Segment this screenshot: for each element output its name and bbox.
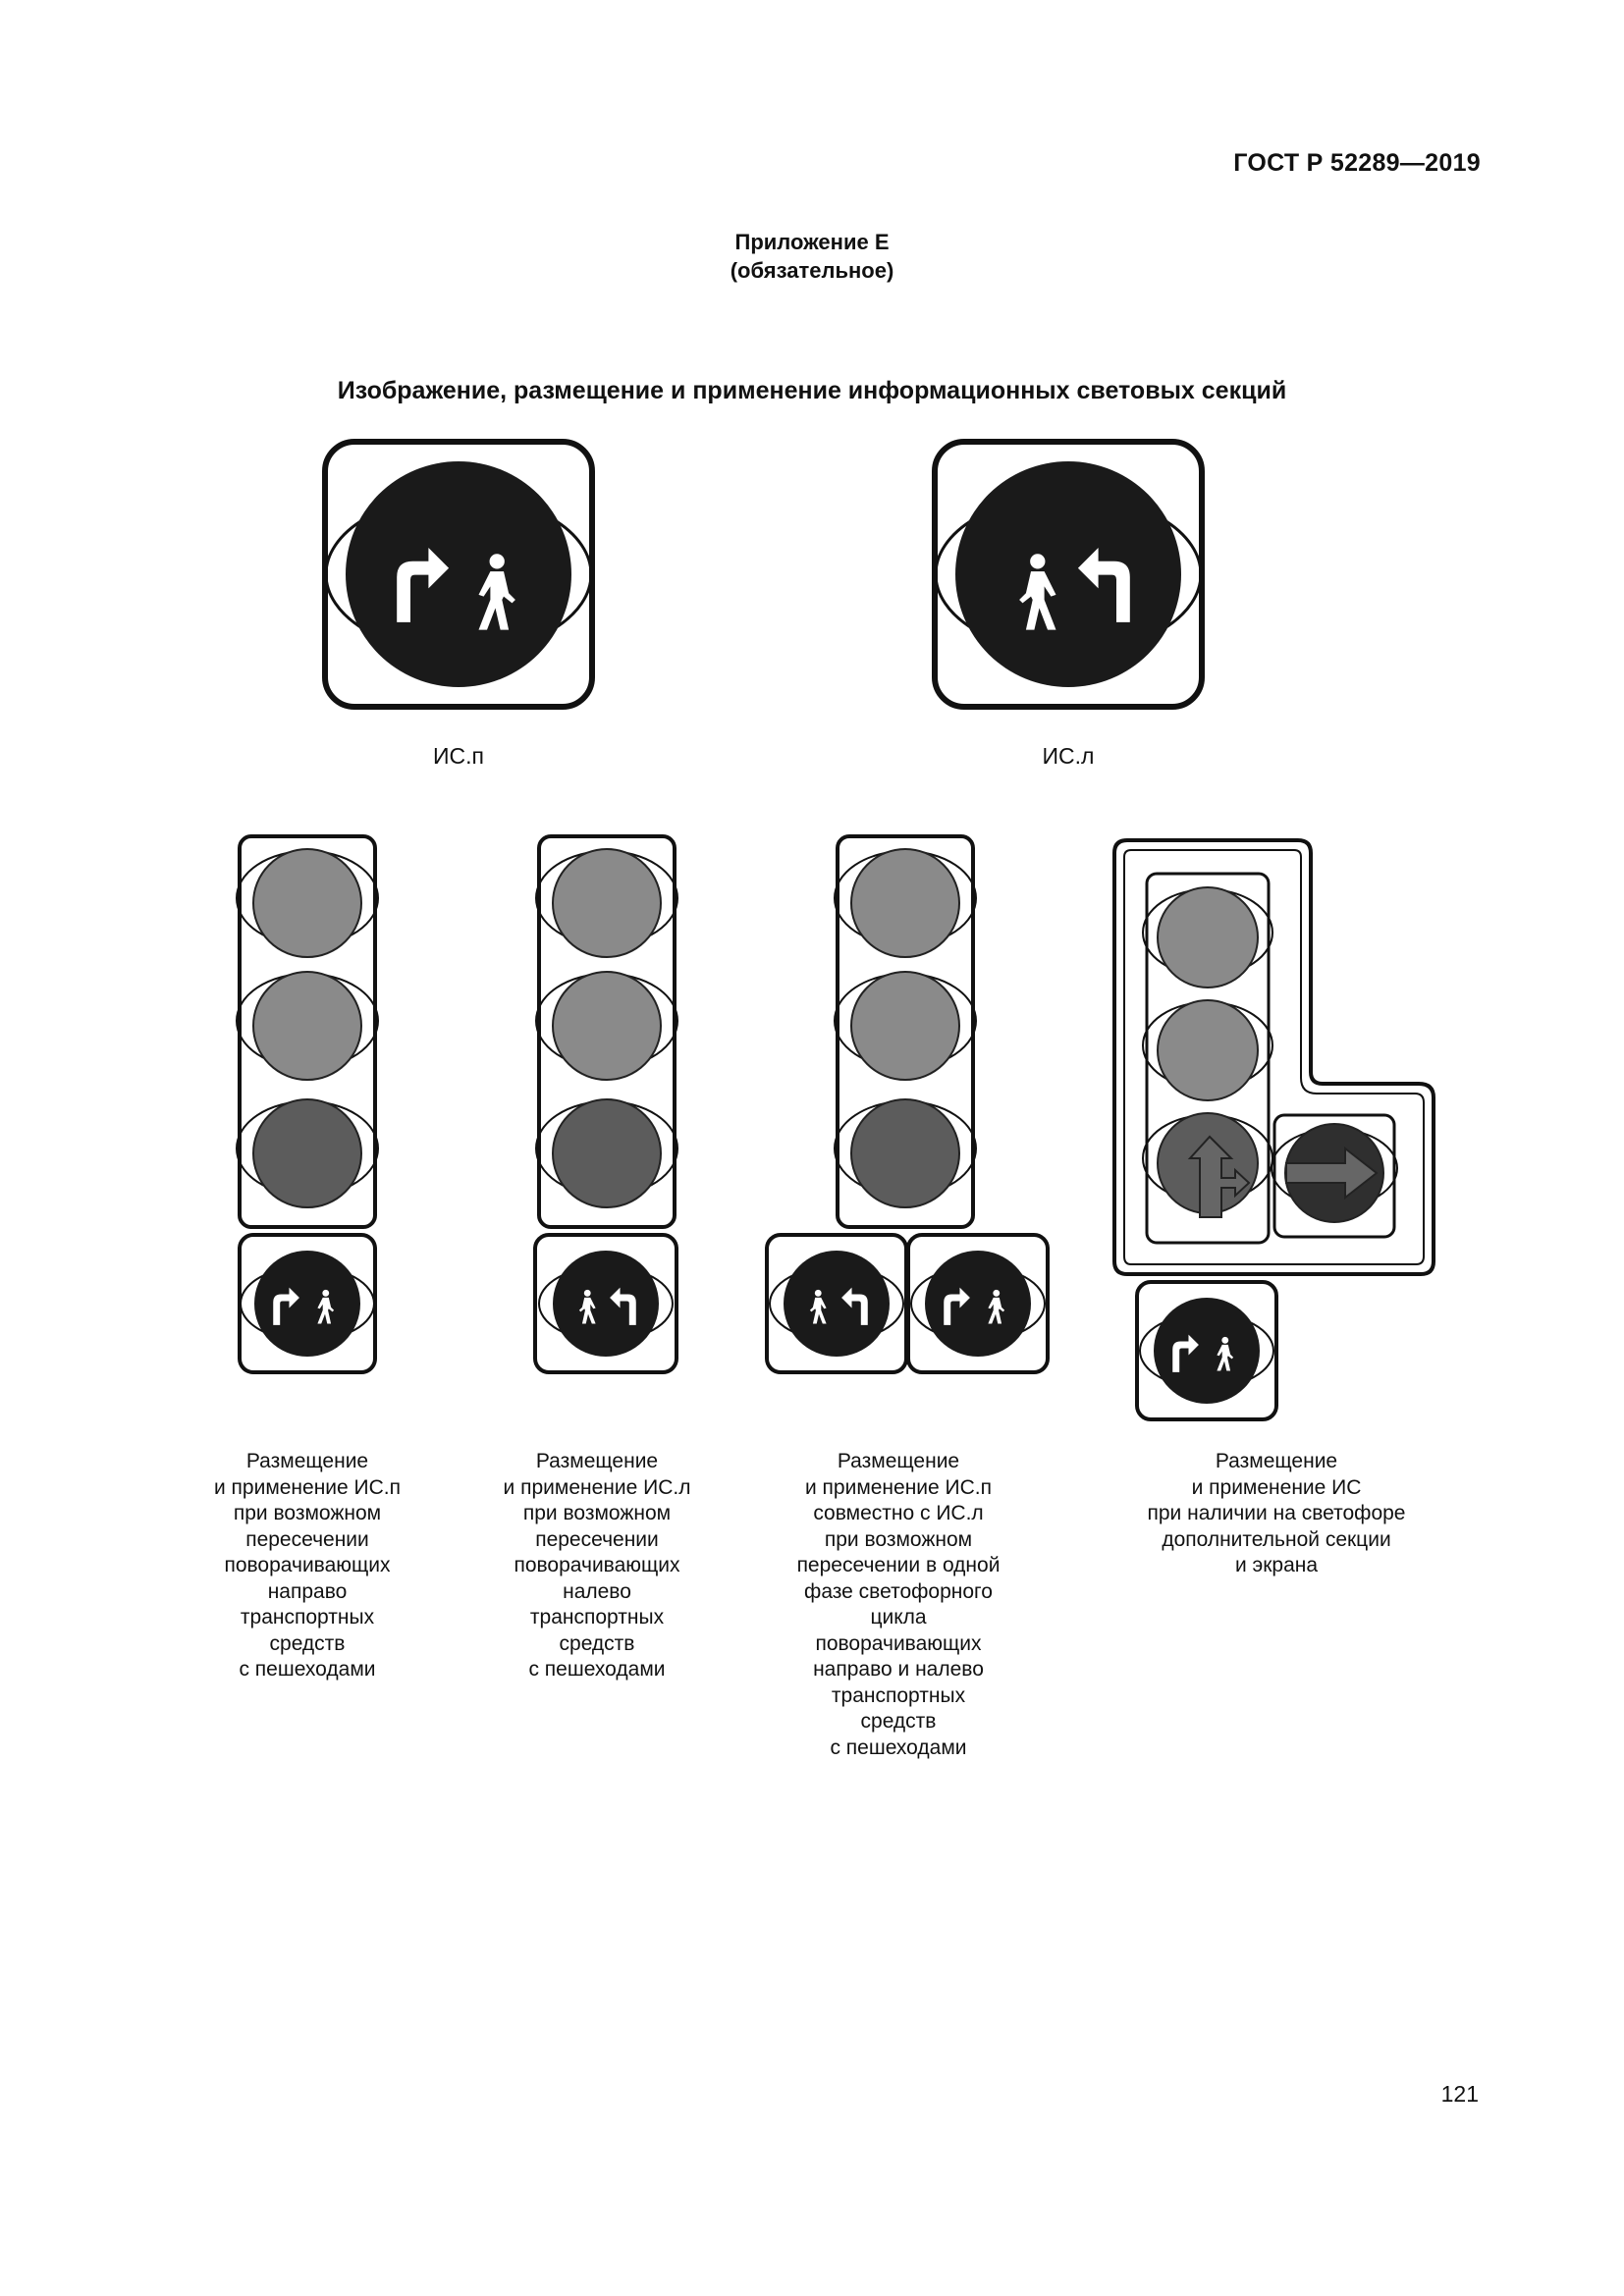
large-icon-is-p: [322, 439, 595, 710]
traffic-light-3: [765, 834, 1050, 1374]
placement-description-4: Размещение и применение ИС при наличии н…: [1147, 1450, 1406, 1576]
traffic-light-1: [236, 834, 379, 1374]
right-arrow-icon: [1285, 1146, 1379, 1201]
straight-right-arrow-icon: [1187, 1135, 1251, 1218]
placement-description-2: Размещение и применение ИС.л при возможн…: [503, 1450, 691, 1681]
placement-description-1: Размещение и применение ИС.п при возможн…: [213, 1450, 402, 1681]
standard-number: ГОСТ Р 52289—2019: [1233, 149, 1481, 177]
section-title: Изображение, размещение и применение инф…: [337, 377, 1287, 404]
icon-caption-is-p: ИС.п: [433, 743, 484, 769]
annex-title: Приложение Е: [734, 230, 890, 254]
traffic-light-4: [1112, 838, 1435, 1421]
annex-heading: Приложение Е (обязательное): [0, 228, 1624, 285]
annex-status: (обязательное): [730, 258, 894, 283]
page-number: 121: [1440, 2081, 1479, 2107]
icon-caption-is-l: ИС.л: [1042, 743, 1095, 769]
traffic-light-2: [533, 834, 678, 1374]
large-icon-is-l: [932, 439, 1205, 710]
placement-description-3: Размещение и применение ИС.п совместно с…: [796, 1450, 1001, 1759]
